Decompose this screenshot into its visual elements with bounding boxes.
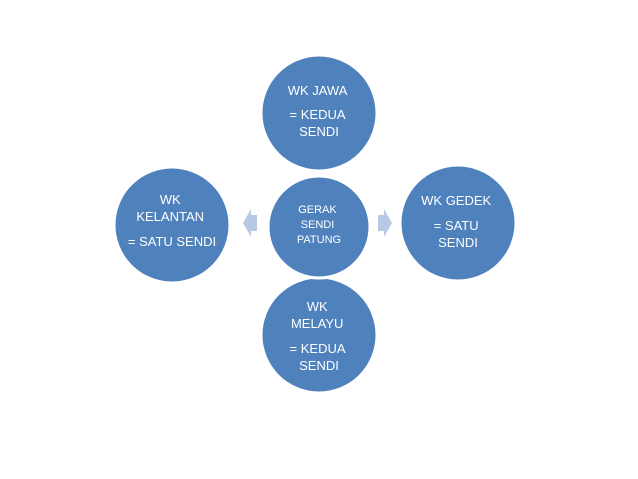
arrow-right [378,209,392,237]
node-right-line-1: WK GEDEK [421,193,491,208]
node-right-circle [398,163,518,283]
svg-text:WK JAWA = KEDUA: WK JAWA = KEDUA SENDI [288,83,351,139]
node-bottom-circle [259,275,379,395]
node-center-line-1: GERAK [298,204,337,216]
node-left: WK KELANTAN = SATU SENDI [112,165,232,285]
svg-text:GERAK SENDI PA: GERAK SENDI PATUNG [297,204,341,246]
node-bottom-line-1: WK [307,299,328,314]
node-center-line-2: SENDI [301,219,335,231]
svg-text:WK MELAYU = KE: WK MELAYU = KEDUA SENDI [290,299,349,373]
node-right-line-3: SENDI [438,235,478,250]
node-left-line-3: = SATU SENDI [128,234,216,249]
node-top-line-2: = KEDUA [290,107,346,122]
node-top-line-3: SENDI [299,124,339,139]
node-bottom-line-4: SENDI [299,358,339,373]
node-top: WK JAWA = KEDUA SENDI [259,53,379,173]
node-left-line-1: WK [160,192,181,207]
node-right-line-2: = SATU [434,218,479,233]
node-bottom: WK MELAYU = KEDUA SENDI [259,275,379,395]
node-right: WK GEDEK = SATU SENDI [398,163,518,283]
node-bottom-line-2: MELAYU [291,316,344,331]
node-left-line-2: KELANTAN [136,209,204,224]
svg-text:WK KELANTAN =: WK KELANTAN = SATU SENDI [128,192,216,249]
node-left-circle [112,165,232,285]
node-center: GERAK SENDI PATUNG [266,174,372,280]
svg-text:WK GEDEK = SATU: WK GEDEK = SATU SENDI [421,193,495,250]
node-center-line-3: PATUNG [297,234,341,246]
node-top-circle [259,53,379,173]
arrow-left [243,209,257,237]
node-center-circle [266,174,372,280]
node-bottom-line-3: = KEDUA [290,341,346,356]
node-top-line-1: WK JAWA [288,83,348,98]
